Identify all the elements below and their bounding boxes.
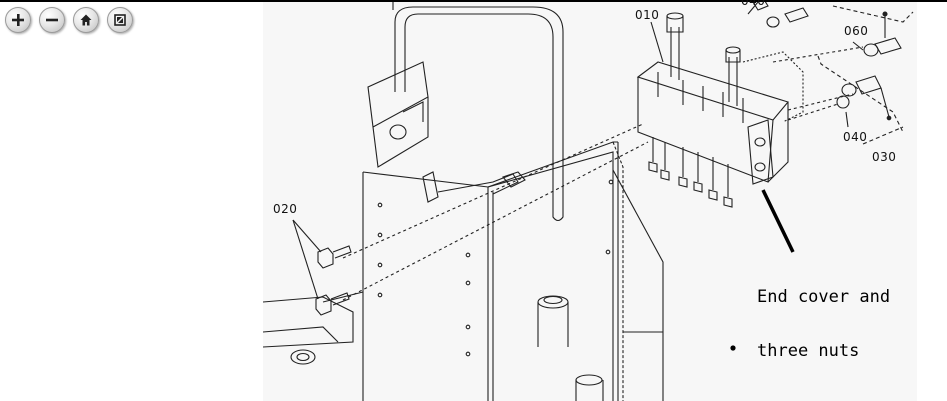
fitting-bottom [836,75,892,121]
bolt-lower [315,292,350,316]
bolt-upper [317,245,352,269]
fitting-060 [863,11,902,57]
plus-icon [12,14,24,26]
zoom-in-button[interactable] [5,7,31,33]
fit-screen-icon [114,14,126,26]
part-label-010: 010 [635,8,660,22]
annotation-text: End cover and three nuts [757,252,890,396]
minus-icon [46,18,58,22]
annotation-line-1: End cover and [757,287,891,307]
fit-to-screen-button[interactable] [107,7,133,33]
zoom-toolbar [5,7,133,33]
home-icon [80,14,92,26]
marker-dot [730,345,736,351]
zoom-out-button[interactable] [39,7,65,33]
control-valve [636,12,804,208]
parts-diagram-drawing [263,2,914,401]
fitting-top [752,2,809,28]
top-border [0,0,947,2]
part-label-040-top: 040 [741,0,766,8]
part-label-020: 020 [273,202,298,216]
home-button[interactable] [73,7,99,33]
annotation-line-2: three nuts [757,341,860,361]
part-label-040-bottom: 040 [843,130,868,144]
part-label-030: 030 [872,150,897,164]
part-label-060: 060 [844,24,869,38]
parts-diagram[interactable]: 010 020 030 040 040 060 [263,0,917,401]
annotation-arrow [761,189,795,253]
